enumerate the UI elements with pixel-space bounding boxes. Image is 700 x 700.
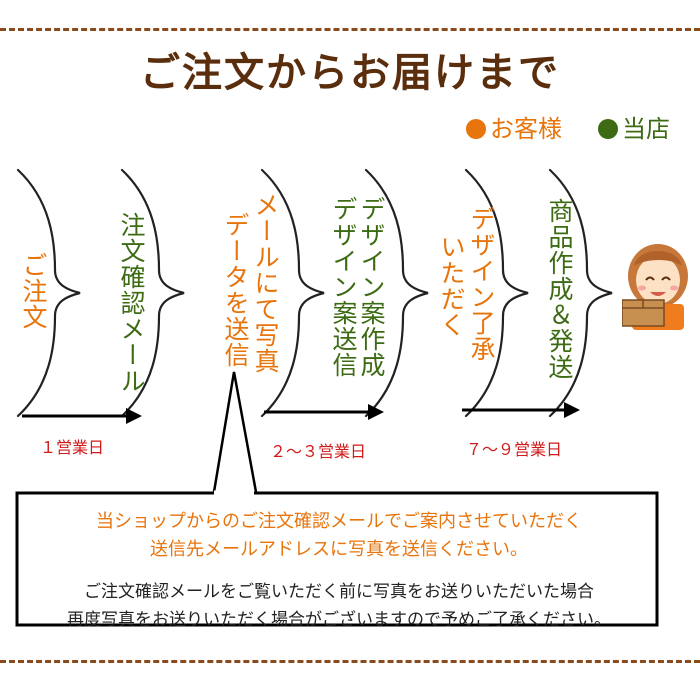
duration-3: ７～９営業日 [466, 440, 563, 459]
page-title: ご注文からお届けまで [140, 49, 560, 96]
legend-customer: お客様 [466, 114, 562, 144]
legend-customer-label: お客様 [490, 115, 562, 143]
step-design-send: デザイン案送信 [329, 196, 358, 378]
flow-bracket-5 [464, 168, 529, 418]
step-design-create: デザイン案作成 [357, 196, 386, 378]
callout-pointer [212, 371, 258, 493]
notice-line-1: 当ショップからのご注文確認メールでご案内させていただく [96, 511, 582, 532]
duration-2: ２～３営業日 [270, 442, 367, 461]
flow-bracket-1 [16, 168, 81, 418]
green-dot-icon [598, 119, 618, 139]
flow-bracket-6 [548, 168, 613, 418]
step-send-photo-col2: データを送信 [221, 212, 250, 368]
notice-line-4: 再度写真をお送りいただく場合がございますので予めご了承ください。 [67, 610, 611, 630]
notice-line-2: 送信先メールアドレスに写真を送信ください。 [150, 539, 528, 560]
staff-with-box-icon [622, 244, 688, 330]
step-send-photo-col1: メールにて写真 [251, 192, 280, 374]
flow-bracket-4 [364, 168, 429, 418]
step-design-approve-col2: いただく [437, 234, 466, 338]
step-produce-ship: 商品作成＆発送 [545, 198, 574, 380]
arrowhead-2 [368, 404, 384, 420]
step-order: ご注文 [19, 252, 48, 330]
flow-bracket-2 [120, 168, 185, 418]
bottom-dashed-border [0, 660, 700, 663]
notice-box-frame [15, 490, 659, 627]
legend-shop: 当店 [598, 114, 670, 144]
top-dashed-border [0, 28, 700, 31]
step-confirmation-email: 注文確認メール [117, 212, 146, 394]
notice-line-3: ご注文確認メールをご覧いただく前に写真をお送りいただいた場合 [84, 582, 594, 602]
duration-1: １営業日 [40, 438, 105, 457]
legend-shop-label: 当店 [622, 115, 670, 143]
arrowhead-3 [564, 402, 580, 418]
arrowhead-1 [126, 408, 142, 424]
orange-dot-icon [466, 119, 486, 139]
step-design-approve-col1: デザイン了承 [467, 206, 496, 362]
flow-diagram [16, 168, 613, 493]
flow-bracket-3 [260, 168, 325, 418]
notice-box: 当ショップからのご注文確認メールでご案内させていただく 送信先メールアドレスに写… [14, 490, 664, 630]
